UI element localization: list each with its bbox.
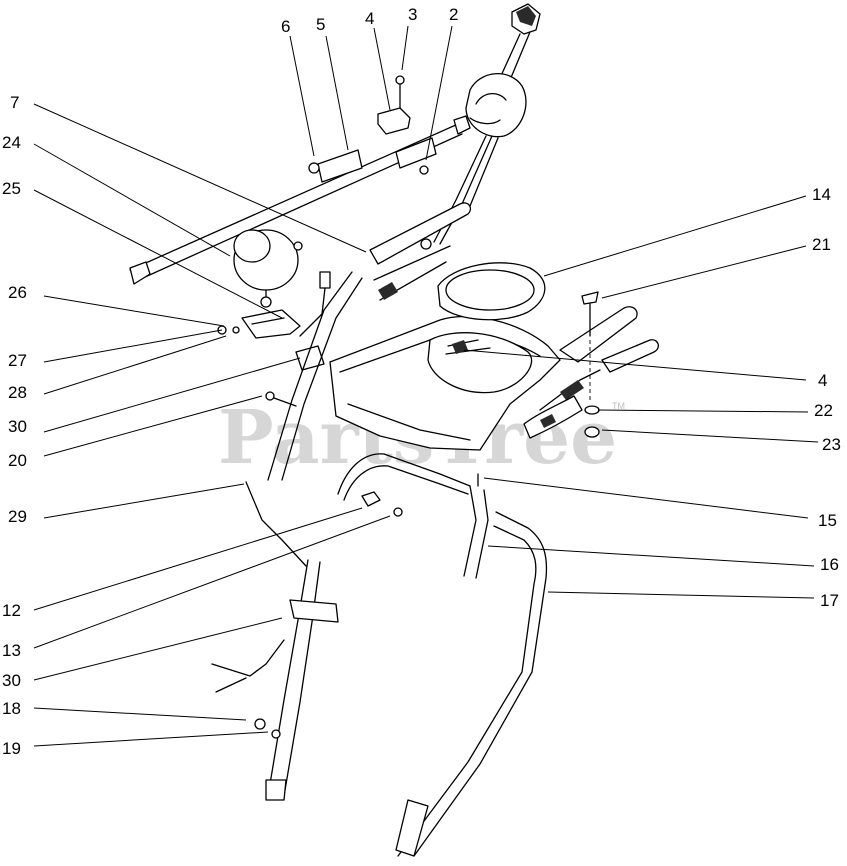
- callout-2: 2: [449, 5, 458, 24]
- callout-4-right: 4: [818, 371, 827, 390]
- callout-21: 21: [812, 235, 831, 254]
- callout-27: 27: [8, 351, 27, 370]
- callout-5: 5: [316, 15, 325, 34]
- deflector-plate: [437, 262, 546, 321]
- callout-14: 14: [812, 185, 831, 204]
- callout-12: 12: [2, 601, 21, 620]
- callout-13: 13: [2, 641, 21, 660]
- pin-washer-stack: [581, 291, 600, 438]
- callout-28: 28: [8, 383, 27, 402]
- upper-left-handle: [267, 202, 472, 481]
- callout-20: 20: [8, 451, 27, 470]
- crank-rod: [129, 115, 471, 285]
- callout-18: 18: [2, 699, 21, 718]
- control-panel: [329, 315, 561, 451]
- center-handle: [337, 453, 489, 579]
- callout-3: 3: [408, 5, 417, 24]
- callout-26: 26: [8, 283, 27, 302]
- spacer-nut: [361, 491, 403, 517]
- callout-23: 23: [822, 435, 841, 454]
- callout-24: 24: [2, 133, 21, 152]
- wire-harness: [295, 271, 331, 371]
- bolt-20: [265, 391, 297, 407]
- chute-crank-handle: [465, 3, 541, 138]
- lower-left-handle: [254, 559, 339, 801]
- parts-drawing: [129, 3, 660, 857]
- callout-29: 29: [8, 507, 27, 526]
- callout-22: 22: [814, 401, 833, 420]
- callout-30-lower: 30: [2, 671, 21, 690]
- callout-6: 6: [281, 17, 290, 36]
- watermark-trademark: TM: [612, 401, 625, 411]
- bracket-bolt-top: [377, 75, 411, 135]
- headlight-bracket: [217, 309, 301, 339]
- callout-30-upper: 30: [8, 417, 27, 436]
- callout-19: 19: [2, 739, 21, 758]
- callout-labels: 6 5 4 3 2 7 24 25 26 27 28 30 20 29 12 1…: [2, 5, 841, 758]
- right-long-handle: [395, 511, 548, 857]
- leader-lines: [33, 25, 819, 747]
- callout-16: 16: [820, 555, 839, 574]
- lower-wire: [211, 481, 307, 693]
- headlight: [233, 229, 303, 308]
- callout-15: 15: [818, 511, 837, 530]
- callout-25: 25: [2, 179, 21, 198]
- callout-17: 17: [820, 591, 839, 610]
- upper-right-handle: [523, 306, 660, 439]
- callout-7: 7: [10, 93, 19, 112]
- callout-4-top: 4: [365, 9, 374, 28]
